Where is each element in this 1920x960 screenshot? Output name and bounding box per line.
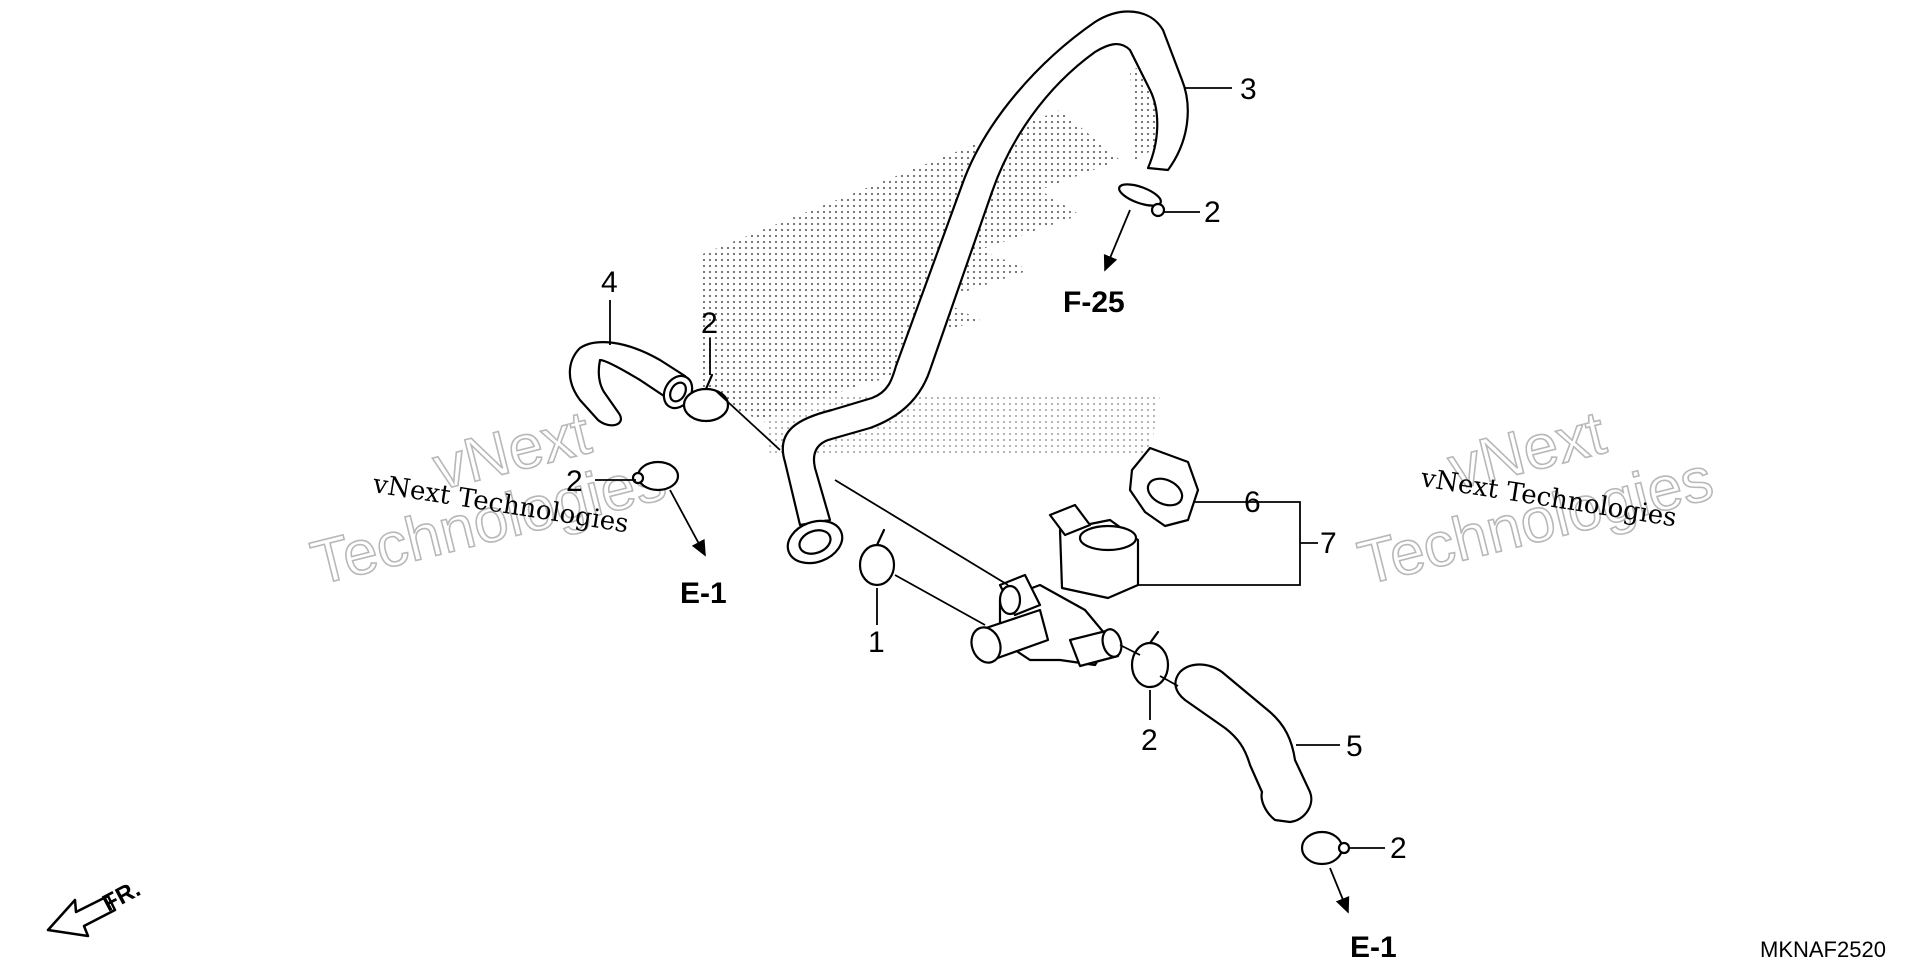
clamp-2-hose5-top [1130,630,1170,689]
callout-2-upper: 2 [1204,196,1221,229]
callout-2-hose4-bottom: 2 [566,465,583,498]
callout-7: 7 [1320,527,1337,560]
hose-3 [781,10,1189,565]
callout-4: 4 [601,266,618,299]
callout-2-hose5-top: 2 [1141,724,1158,757]
callout-3: 3 [1240,73,1257,106]
reference-arrows [669,209,1350,914]
hose-5 [1174,663,1313,824]
clamp-2-upper [1118,183,1166,218]
air-suction-valve-7 [970,503,1140,668]
hose-4 [568,341,694,427]
clamp-2-hose4-bottom [631,460,680,492]
callout-2-hose5-bottom: 2 [1390,832,1407,865]
callout-2-hose4-top: 2 [701,307,718,340]
ref-e1-bottom[interactable]: E-1 [1350,931,1397,960]
valve-cap-6 [1128,446,1200,528]
ref-f25[interactable]: F-25 [1063,286,1125,319]
front-direction-arrow: FR. [46,875,145,938]
callout-5: 5 [1346,730,1363,763]
clamp-2-hose4-top [682,373,730,423]
watermark-left: vNext Technologies vNext Technologies [304,397,673,599]
callout-1: 1 [868,626,885,659]
callout-6: 6 [1244,486,1261,519]
leader-lines [595,87,1385,849]
clip-1 [858,528,896,587]
clamp-2-hose5-bottom [1300,830,1351,866]
watermark-right: vNext Technologies vNext Technologies [1351,397,1720,599]
ref-e1-left[interactable]: E-1 [680,577,727,610]
diagram-code: MKNAF2520 [1760,937,1886,960]
